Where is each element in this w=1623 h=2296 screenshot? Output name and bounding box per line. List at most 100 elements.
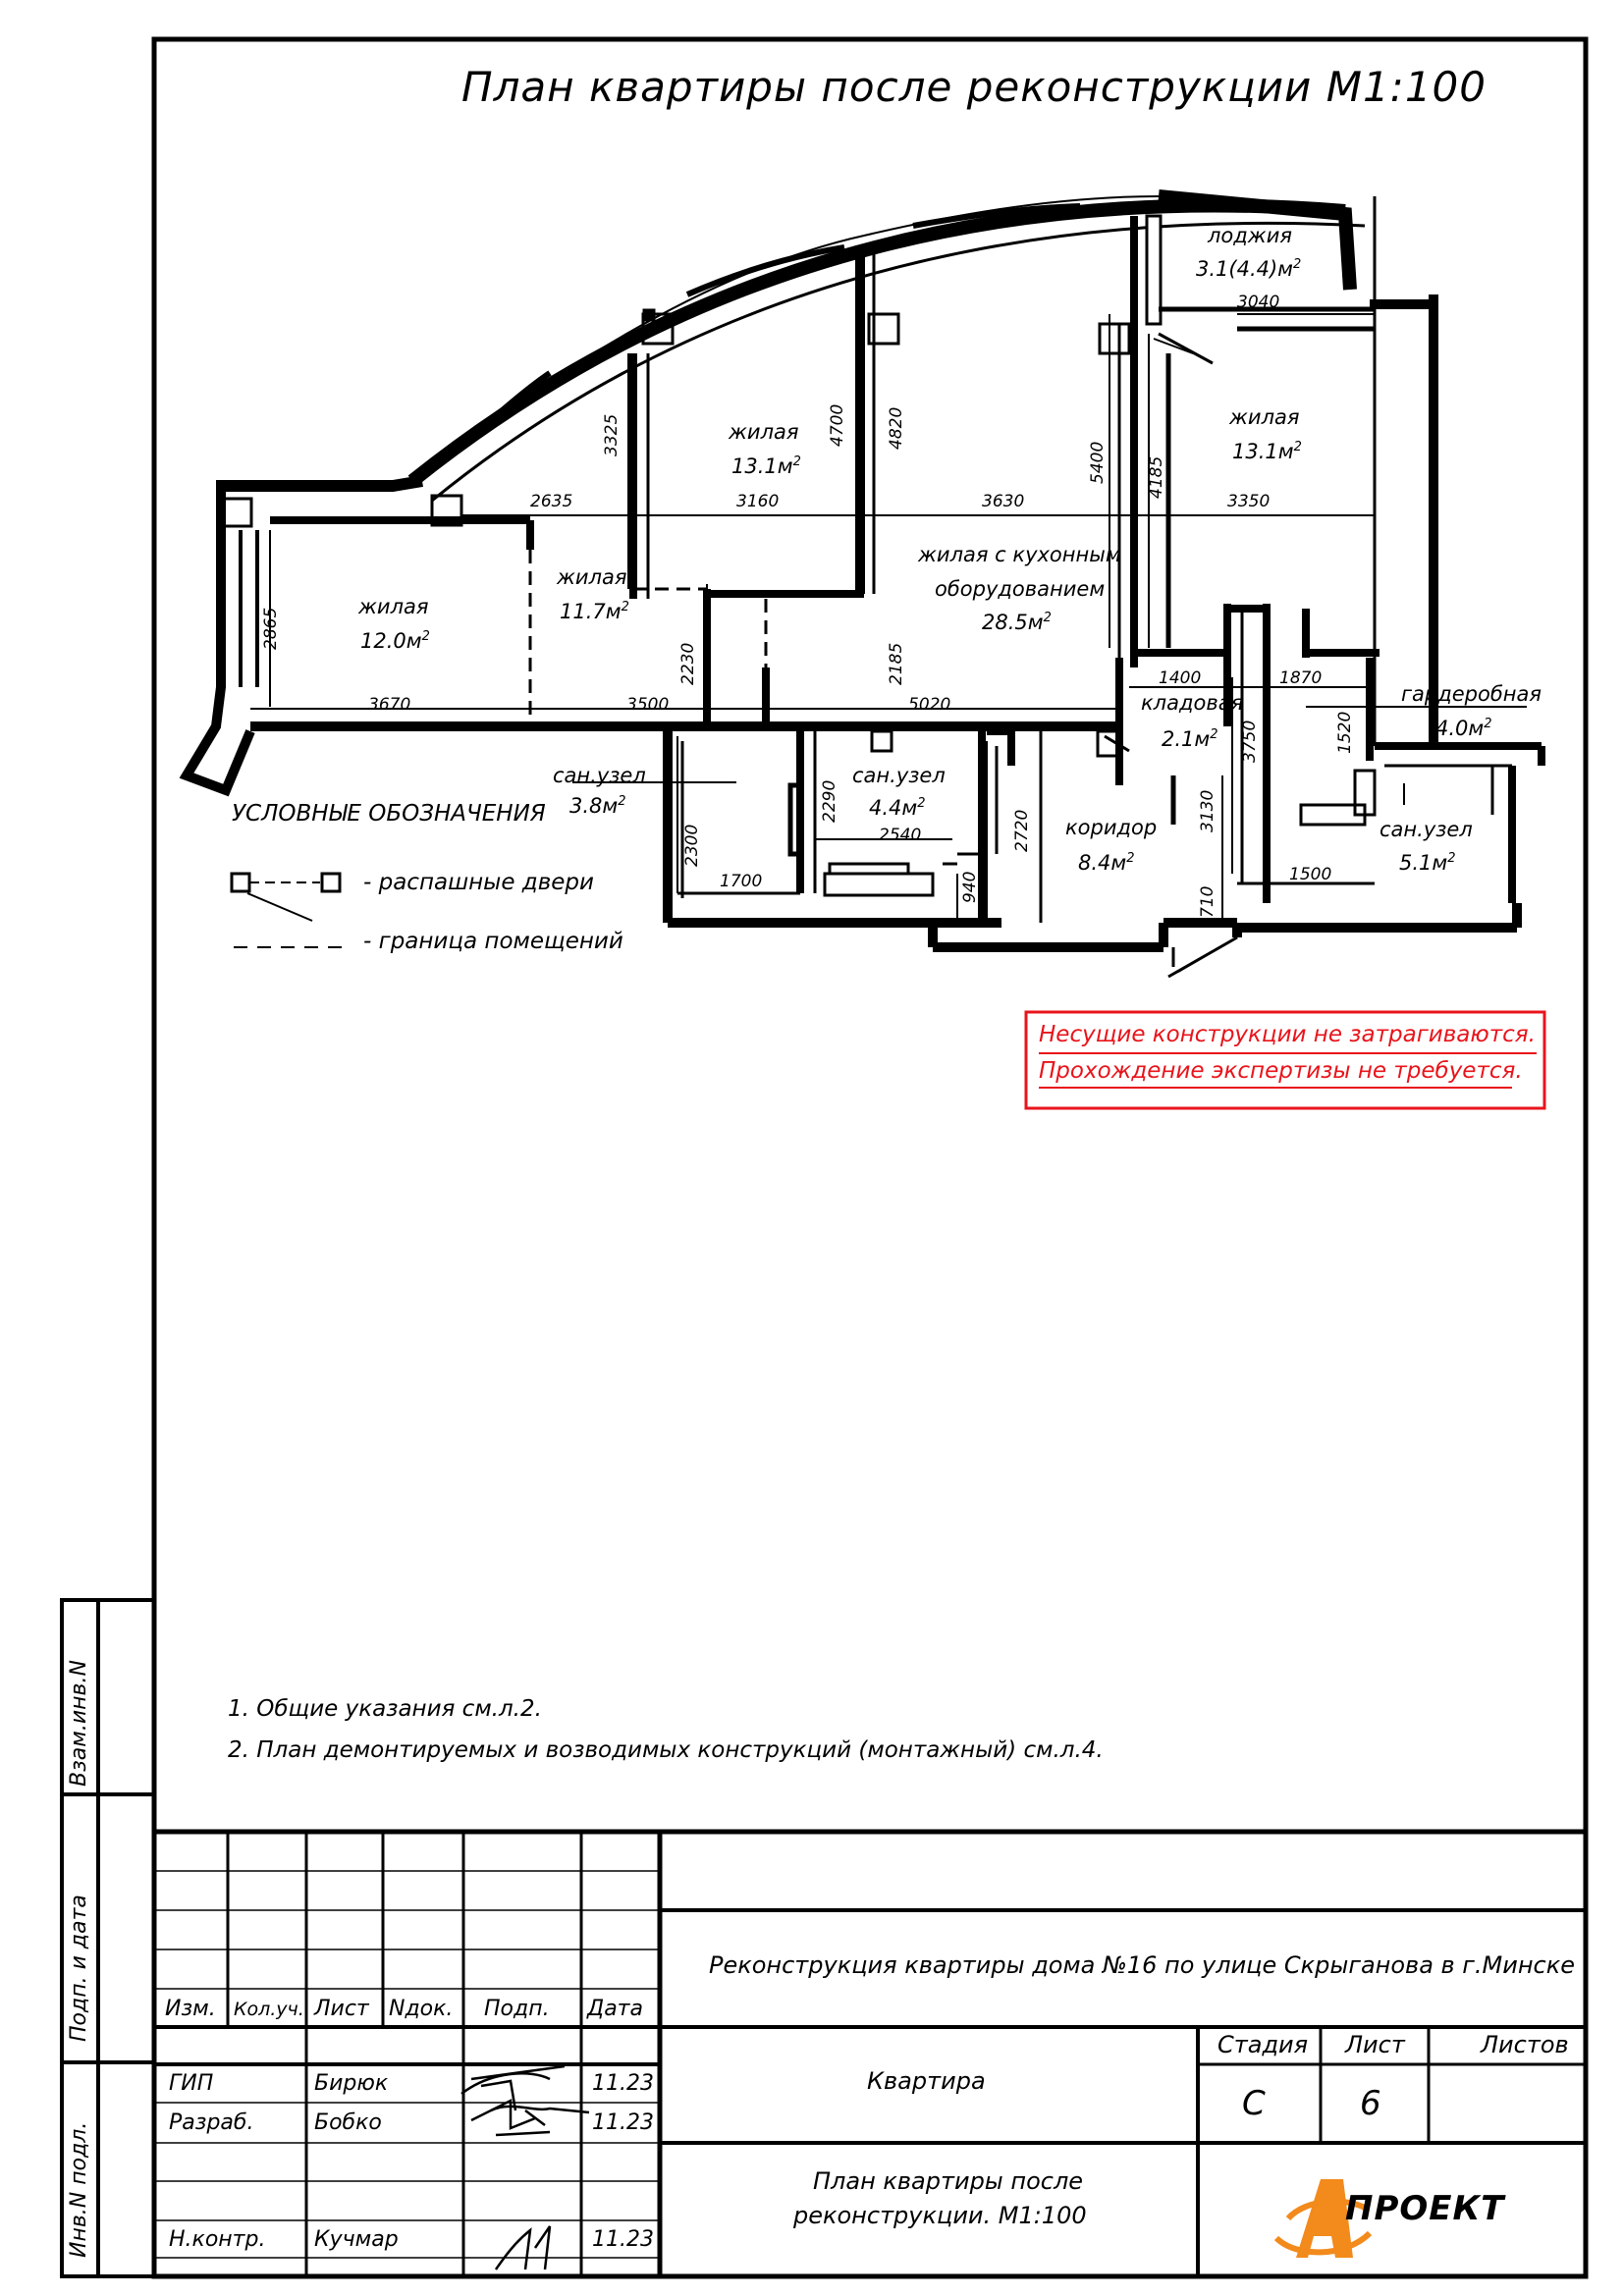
dim-label: 710 [1198, 885, 1217, 918]
legend-boundary-text: - граница помещений [363, 929, 623, 954]
side-stamp [60, 1598, 156, 2278]
dim-label: 4700 [828, 403, 847, 447]
room-area-storage: 2.1м2 [1162, 727, 1218, 751]
tb-header-list: Лист [314, 1997, 369, 2021]
tb-header-podp: Подп. [484, 1997, 550, 2021]
tb-name-nkontr: Кучмар [314, 2227, 399, 2252]
warning-box [1024, 1010, 1546, 1110]
room-area-wardrobe: 4.0м2 [1435, 717, 1492, 740]
dim-label: 5020 [908, 695, 951, 715]
tb-object: Квартира [867, 2067, 986, 2095]
floor-plan [179, 189, 1545, 979]
side-stamp-podp: Подп. и дата [67, 1895, 91, 2042]
dim-label: 3160 [736, 492, 780, 511]
room-name-bath-2: сан.узел [852, 764, 946, 787]
logo-text: ПРОЕКТ [1345, 2189, 1505, 2228]
room-area-bath-1: 3.8м2 [569, 794, 626, 818]
dim-label: 2720 [1012, 809, 1032, 852]
room-area-living-11: 11.7м2 [560, 600, 629, 623]
tb-header-date: Дата [587, 1997, 643, 2021]
room-area-bath-2: 4.4м2 [869, 796, 926, 820]
tb-sheet-label: Лист [1345, 2031, 1405, 2058]
tb-role-nkontr: Н.контр. [169, 2227, 266, 2252]
dim-label: 3040 [1237, 293, 1280, 312]
tb-name-razrab: Бобко [314, 2110, 382, 2135]
dim-label: 2290 [820, 779, 839, 823]
tb-date-nkontr: 11.23 [592, 2227, 654, 2252]
dim-label: 2635 [530, 492, 573, 511]
dim-label: 940 [960, 871, 980, 903]
dim-label: 3130 [1198, 789, 1217, 832]
room-area-bath-3: 5.1м2 [1399, 851, 1456, 875]
signature-scribbles [460, 2064, 590, 2270]
legend-title: УСЛОВНЫЕ ОБОЗНАЧЕНИЯ [232, 801, 546, 827]
room-area-living-13b: 13.1м2 [1232, 440, 1302, 463]
room-name2-kitchen-living: оборудованием [935, 577, 1106, 601]
room-name-living-13a: жилая [729, 420, 799, 444]
room-area-corridor: 8.4м2 [1078, 851, 1135, 875]
room-name-storage: кладовая [1141, 691, 1244, 715]
tb-role-gip: ГИП [169, 2071, 214, 2096]
dim-label: 1700 [720, 872, 763, 891]
dim-label: 4820 [887, 406, 906, 450]
dim-label: 5400 [1088, 441, 1108, 484]
dim-label: 3630 [982, 492, 1025, 511]
note-2: 2. План демонтируемых и возводимых конст… [228, 1737, 1104, 1763]
dim-label: 1400 [1159, 668, 1202, 688]
dim-label: 4185 [1147, 455, 1166, 499]
dim-label: 2865 [261, 607, 281, 650]
dim-label: 1500 [1289, 865, 1332, 884]
room-name-living-12: жилая [358, 595, 429, 618]
dim-label: 3500 [626, 695, 670, 715]
company-logo [1273, 2179, 1373, 2258]
page-title: План квартиры после реконструкции М1:100 [461, 63, 1487, 111]
title-block-grid [154, 1829, 1586, 2276]
room-name-loggia: лоджия [1208, 224, 1292, 247]
dim-label: 2300 [682, 824, 702, 867]
dim-label: 2540 [879, 826, 922, 845]
room-name-kitchen-living: жилая с кухонным [918, 543, 1121, 566]
dim-label: 2230 [678, 642, 698, 685]
side-stamp-inv: Инв.N подл. [67, 2121, 91, 2258]
tb-header-kolch: Кол.уч. [234, 1999, 304, 2020]
room-area-kitchen-living: 28.5м2 [982, 611, 1052, 634]
tb-stage-label: Стадия [1217, 2031, 1309, 2058]
room-name-corridor: коридор [1065, 816, 1158, 839]
tb-sheet-value: 6 [1360, 2084, 1381, 2123]
room-area-loggia: 3.1(4.4)м2 [1196, 257, 1302, 281]
room-area-living-12: 12.0м2 [360, 629, 430, 653]
room-name-living-11: жилая [557, 565, 627, 589]
tb-sheets-label: Листов [1481, 2031, 1569, 2058]
dim-label: 3350 [1227, 492, 1271, 511]
room-name-wardrobe: гардеробная [1401, 682, 1542, 706]
tb-date-gip: 11.23 [592, 2071, 654, 2096]
tb-stage-value: С [1242, 2084, 1266, 2123]
room-area-living-13a: 13.1м2 [731, 454, 801, 478]
dimension-lines [250, 245, 1527, 923]
dim-label: 3325 [602, 413, 622, 456]
room-name-living-13b: жилая [1229, 405, 1300, 429]
tb-role-razrab: Разраб. [169, 2110, 254, 2135]
tb-project: Реконструкция квартиры дома №16 по улице… [709, 1951, 1575, 1979]
room-name-bath-1: сан.узел [553, 764, 646, 787]
dim-label: 2185 [887, 642, 906, 685]
side-stamp-vzam: Взам.инв.N [67, 1660, 91, 1787]
warning-line-2: Прохождение экспертизы не требуется. [1039, 1058, 1523, 1084]
legend-doors-text: - распашные двери [363, 870, 594, 895]
tb-sheet-title-2: реконструкции. М1:100 [793, 2202, 1087, 2229]
sheet-frame [151, 36, 1589, 2279]
tb-name-gip: Бирюк [314, 2071, 389, 2096]
warning-line-1: Несущие конструкции не затрагиваются. [1039, 1022, 1536, 1047]
legend-door-symbol [230, 872, 342, 922]
tb-header-izm: Изм. [165, 1997, 216, 2021]
dim-label: 1520 [1335, 711, 1355, 754]
dim-label: 1870 [1279, 668, 1323, 688]
note-1: 1. Общие указания см.л.2. [228, 1696, 542, 1722]
tb-sheet-title-1: План квартиры после [813, 2167, 1084, 2195]
dim-label: 3750 [1240, 720, 1260, 763]
room-name-bath-3: сан.узел [1380, 818, 1473, 841]
tb-header-ndok: Nдок. [389, 1997, 454, 2021]
dim-label: 3670 [368, 695, 411, 715]
tb-date-razrab: 11.23 [592, 2110, 654, 2135]
